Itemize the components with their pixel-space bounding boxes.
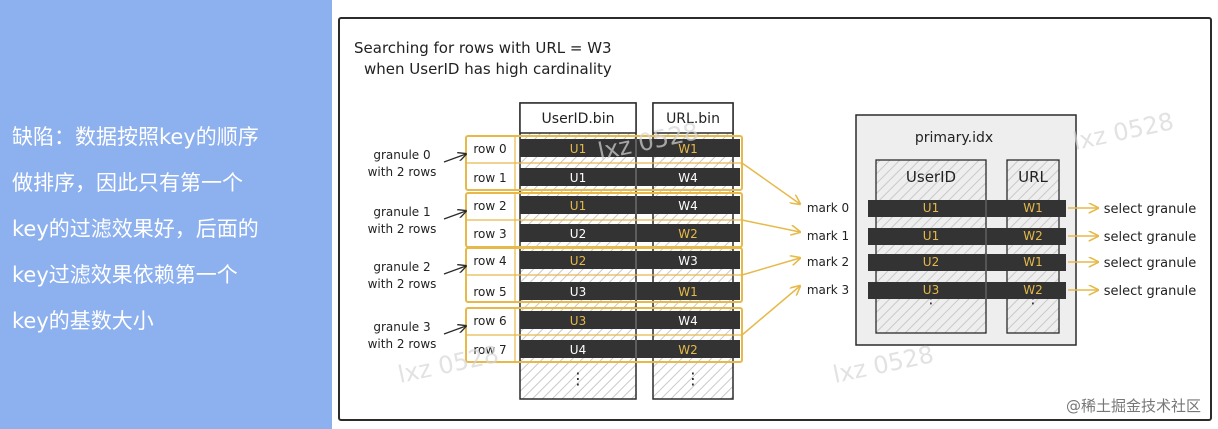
- row-userid-value: U2: [570, 254, 586, 268]
- select-granule-label: select granule: [1104, 230, 1196, 245]
- annotation-line: 缺陷：数据按照key的顺序: [12, 125, 259, 149]
- row-url-value: W2: [678, 227, 698, 241]
- row-bar: [520, 340, 740, 358]
- granule-sublabel: with 2 rows: [368, 277, 437, 291]
- diagram-title-line-1: Searching for rows with URL = W3: [354, 39, 612, 57]
- row-label: row 6: [473, 314, 506, 328]
- row-userid-value: U1: [570, 142, 586, 156]
- row-userid-value: U3: [570, 285, 586, 299]
- mark-bar: [868, 200, 1066, 217]
- sidebar-annotation: 缺陷：数据按照key的顺序 做排序，因此只有第一个 key的过滤效果好，后面的 …: [12, 114, 330, 344]
- row-url-value: W2: [678, 343, 698, 357]
- granule-label: granule 2: [373, 260, 430, 274]
- granule-group: granule 0 with 2 rows granule 1 with 2 rows…: [368, 135, 800, 363]
- row-url-value: W1: [678, 285, 698, 299]
- row-bar: [520, 311, 740, 329]
- mark-userid-value: U3: [923, 283, 939, 297]
- row-url-value: W1: [678, 142, 698, 156]
- mark-userid-value: U2: [923, 255, 939, 269]
- granule-to-mark-arrow: [741, 258, 800, 276]
- watermark-text: lxz 0528: [1070, 107, 1176, 156]
- granule-arrow: [443, 154, 466, 163]
- mark-bar: [868, 254, 1066, 271]
- mark-url-value: W2: [1023, 229, 1043, 243]
- mark-userid-value: U1: [923, 229, 939, 243]
- granule-arrow: [443, 211, 466, 220]
- index-userid-header: UserID: [906, 168, 956, 186]
- mark-bar: [868, 282, 1066, 299]
- diagram-title-line-2: when UserID has high cardinality: [364, 60, 612, 78]
- row-label: row 3: [473, 227, 506, 241]
- row-bar: [520, 139, 740, 157]
- watermark-text: lxz 0528: [830, 340, 936, 389]
- mark-label: mark 3: [807, 283, 849, 297]
- row-label: row 1: [473, 171, 506, 185]
- row-url-value: W4: [678, 171, 698, 185]
- row-url-value: W4: [678, 199, 698, 213]
- left-panel: 缺陷：数据按照key的顺序 做排序，因此只有第一个 key的过滤效果好，后面的 …: [0, 0, 332, 429]
- row-url-value: W4: [678, 314, 698, 328]
- mark-url-value: W2: [1023, 283, 1043, 297]
- row-bar: [520, 168, 740, 186]
- index-url-column: [1006, 159, 1060, 334]
- mark-label: mark 1: [807, 229, 849, 243]
- granule-sublabel: with 2 rows: [368, 337, 437, 351]
- row-userid-value: U1: [570, 199, 586, 213]
- granule-label: granule 1: [373, 205, 430, 219]
- row-bar: [520, 282, 740, 300]
- granule-arrow: [443, 326, 466, 335]
- row-label: row 0: [473, 142, 506, 156]
- index-userid-column: [875, 159, 987, 334]
- mark-url-value: W1: [1023, 201, 1043, 215]
- row-label: row 4: [473, 254, 506, 268]
- select-granule-label: select granule: [1104, 202, 1196, 217]
- row-label: row 5: [473, 285, 506, 299]
- annotation-line: 做排序，因此只有第一个: [12, 171, 243, 195]
- select-granule-label: select granule: [1104, 256, 1196, 271]
- granule-label: granule 0: [373, 148, 430, 162]
- row-userid-value: U4: [570, 343, 586, 357]
- userid-bin-ellipsis: ⋮: [570, 369, 586, 388]
- granule-to-mark-arrow: [741, 219, 800, 232]
- mark-bar: [868, 228, 1066, 245]
- row-userid-value: U2: [570, 227, 586, 241]
- granule-label: granule 3: [373, 320, 430, 334]
- url-bin-header: URL.bin: [666, 111, 720, 127]
- row-userid-value: U3: [570, 314, 586, 328]
- row-label: row 2: [473, 199, 506, 213]
- row-userid-value: U1: [570, 171, 586, 185]
- index-url-header: URL: [1018, 168, 1048, 186]
- diagram-frame: [338, 17, 1212, 421]
- url-bin-ellipsis: ⋮: [685, 369, 701, 388]
- select-granule-label: select granule: [1104, 284, 1196, 299]
- credit-text: @稀土掘金技术社区: [1066, 397, 1201, 415]
- granule-arrow: [443, 266, 466, 275]
- row-bar: [520, 224, 740, 242]
- granule-sublabel: with 2 rows: [368, 222, 437, 236]
- mark-label: mark 2: [807, 255, 849, 269]
- row-label: row 7: [473, 343, 506, 357]
- mark-url-value: W1: [1023, 255, 1043, 269]
- annotation-line: key的过滤效果好，后面的: [12, 217, 259, 241]
- granule-to-mark-arrow: [741, 286, 800, 336]
- row-bar: [520, 196, 740, 214]
- granule-to-mark-arrow: [741, 162, 800, 204]
- userid-bin-header: UserID.bin: [542, 111, 615, 127]
- mark-label: mark 0: [807, 201, 849, 215]
- annotation-line: key的基数大小: [12, 309, 154, 333]
- row-url-value: W3: [678, 254, 698, 268]
- primary-index-title: primary.idx: [915, 130, 993, 146]
- row-bar: [520, 251, 740, 269]
- annotation-line: key过滤效果依赖第一个: [12, 263, 238, 287]
- mark-userid-value: U1: [923, 201, 939, 215]
- granule-sublabel: with 2 rows: [368, 165, 437, 179]
